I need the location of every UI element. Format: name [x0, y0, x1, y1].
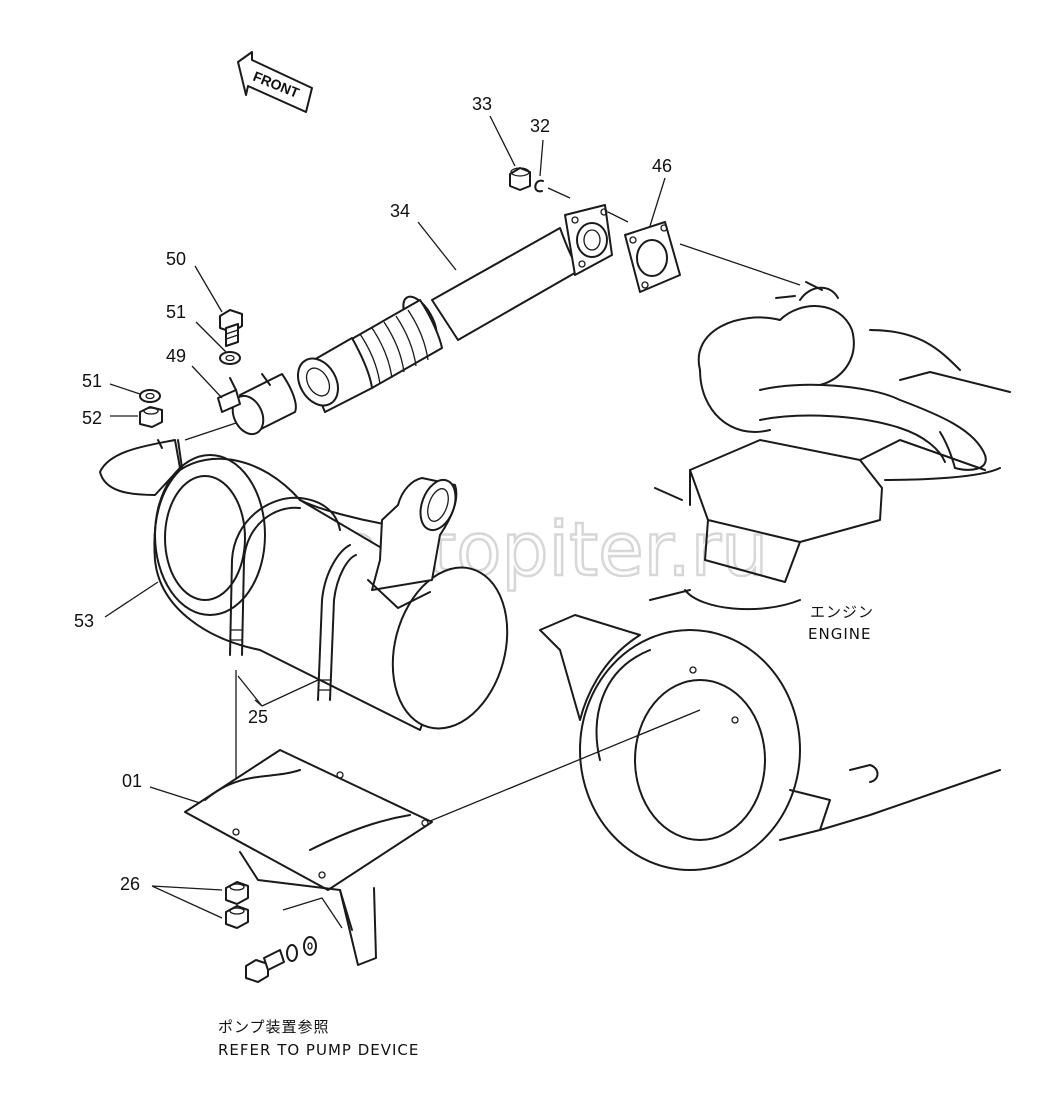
callout-25: 25	[248, 707, 268, 727]
pump-bolt	[245, 936, 317, 983]
nut-52	[139, 406, 163, 428]
gasket-46	[624, 221, 681, 293]
callout-49: 49	[166, 346, 186, 366]
engine-label-en: ENGINE	[808, 625, 871, 643]
bracket-01	[184, 749, 433, 966]
nut-26-bottom	[225, 905, 249, 929]
leader-lines	[104, 115, 666, 919]
engine-outline	[539, 281, 1011, 871]
callout-01: 01	[122, 771, 142, 791]
washer-32	[534, 179, 544, 193]
clamp-49	[217, 373, 297, 436]
front-arrow-icon: FRONT	[237, 51, 313, 113]
callout-32: 32	[530, 116, 550, 136]
callout-26: 26	[120, 874, 140, 894]
nut-33	[509, 167, 531, 191]
nut-26-top	[225, 881, 249, 905]
note-en: REFER TO PUMP DEVICE	[218, 1041, 419, 1059]
callout-34: 34	[390, 201, 410, 221]
callout-50: 50	[166, 249, 186, 269]
muffler-53	[99, 439, 509, 731]
alignment-lines	[184, 187, 801, 929]
callout-51-top: 51	[166, 302, 186, 322]
engine-label: エンジン ENGINE	[808, 603, 874, 643]
pump-reference-note: ポンプ装置参照 REFER TO PUMP DEVICE	[218, 1018, 419, 1059]
callout-53: 53	[74, 611, 94, 631]
callout-52: 52	[82, 408, 102, 428]
bolt-50	[219, 309, 243, 347]
callout-labels: 33 32 46 34 50 51 49 51 52 53 25 01 26	[74, 94, 672, 894]
callout-46: 46	[652, 156, 672, 176]
exhaust-pipe-34	[297, 204, 613, 413]
callout-33: 33	[472, 94, 492, 114]
engine-label-jp: エンジン	[810, 603, 874, 621]
washer-51-bottom	[139, 389, 161, 403]
washer-51-top	[219, 351, 241, 365]
note-jp: ポンプ装置参照	[218, 1018, 330, 1036]
callout-51-bottom: 51	[82, 371, 102, 391]
